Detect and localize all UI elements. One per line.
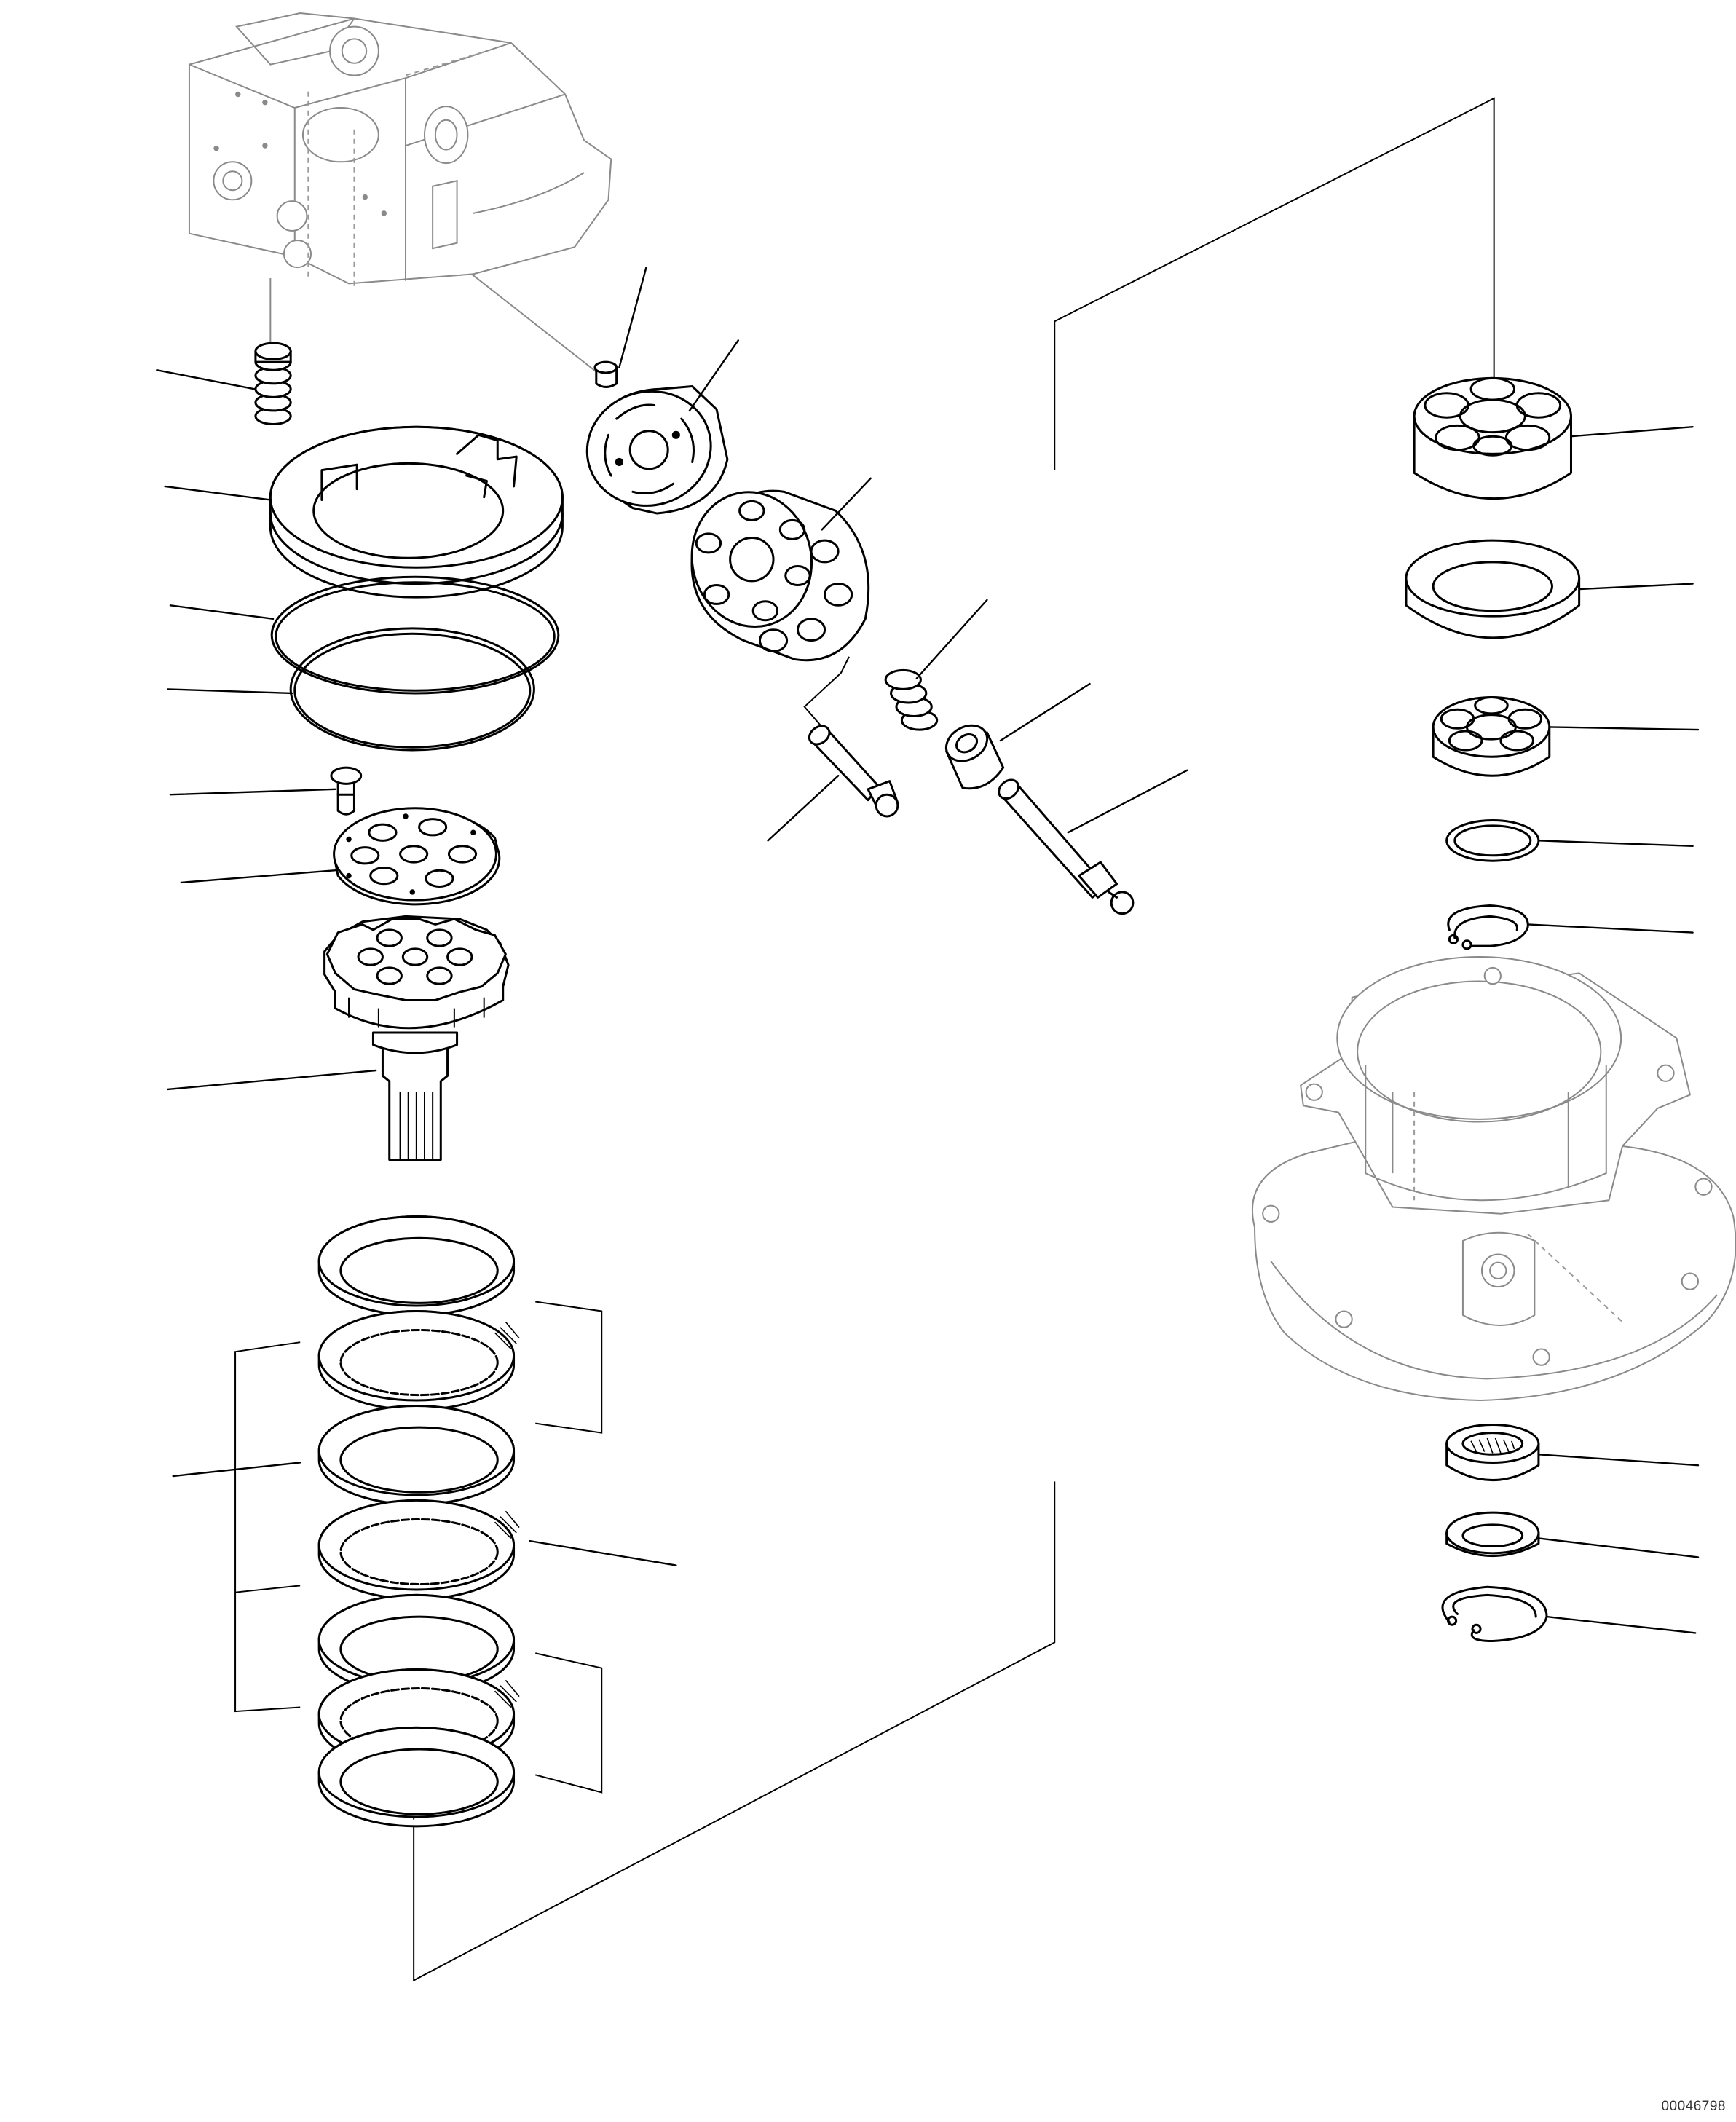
- case: [1252, 957, 1736, 1400]
- pin: [595, 362, 617, 387]
- motor-housing: [189, 13, 611, 288]
- needle-bearing: [1447, 1424, 1539, 1480]
- drive-shaft: [325, 916, 509, 1159]
- leader-lines: [157, 267, 1698, 1633]
- valve-plate: [575, 377, 727, 519]
- disc-stack-brackets: [235, 1301, 601, 1819]
- drawing-number: 00046798: [1661, 2099, 1726, 2114]
- separator-plate: [319, 1595, 513, 1694]
- brake-disc-stack: [319, 1217, 519, 1826]
- dowel-pin: [331, 768, 361, 814]
- separator-plate: [319, 1727, 513, 1826]
- washer: [1447, 821, 1539, 861]
- friction-disc: [319, 1500, 519, 1599]
- separator-plate: [319, 1217, 513, 1316]
- spring: [885, 670, 937, 730]
- roller-bearing-small: [1433, 698, 1550, 776]
- assembly-boundary-lines: [270, 98, 1494, 1981]
- o-ring-upper: [272, 577, 559, 693]
- friction-disc: [319, 1311, 519, 1410]
- separator-plate: [319, 1405, 513, 1504]
- center-shaft: [995, 776, 1133, 914]
- brake-piston: [270, 427, 562, 597]
- thrust-washer: [1447, 1512, 1539, 1555]
- retainer-plate: [334, 808, 500, 904]
- roller-bearing-large: [1414, 378, 1571, 498]
- snap-ring-lower: [1443, 1587, 1547, 1641]
- o-ring-lower: [291, 628, 534, 750]
- cylinder-block: [679, 481, 869, 660]
- collar: [940, 719, 1003, 789]
- seal-ring: [1406, 540, 1579, 638]
- piston-assembly: [806, 722, 898, 816]
- snap-ring-upper: [1448, 905, 1528, 948]
- spring-set: [256, 343, 291, 424]
